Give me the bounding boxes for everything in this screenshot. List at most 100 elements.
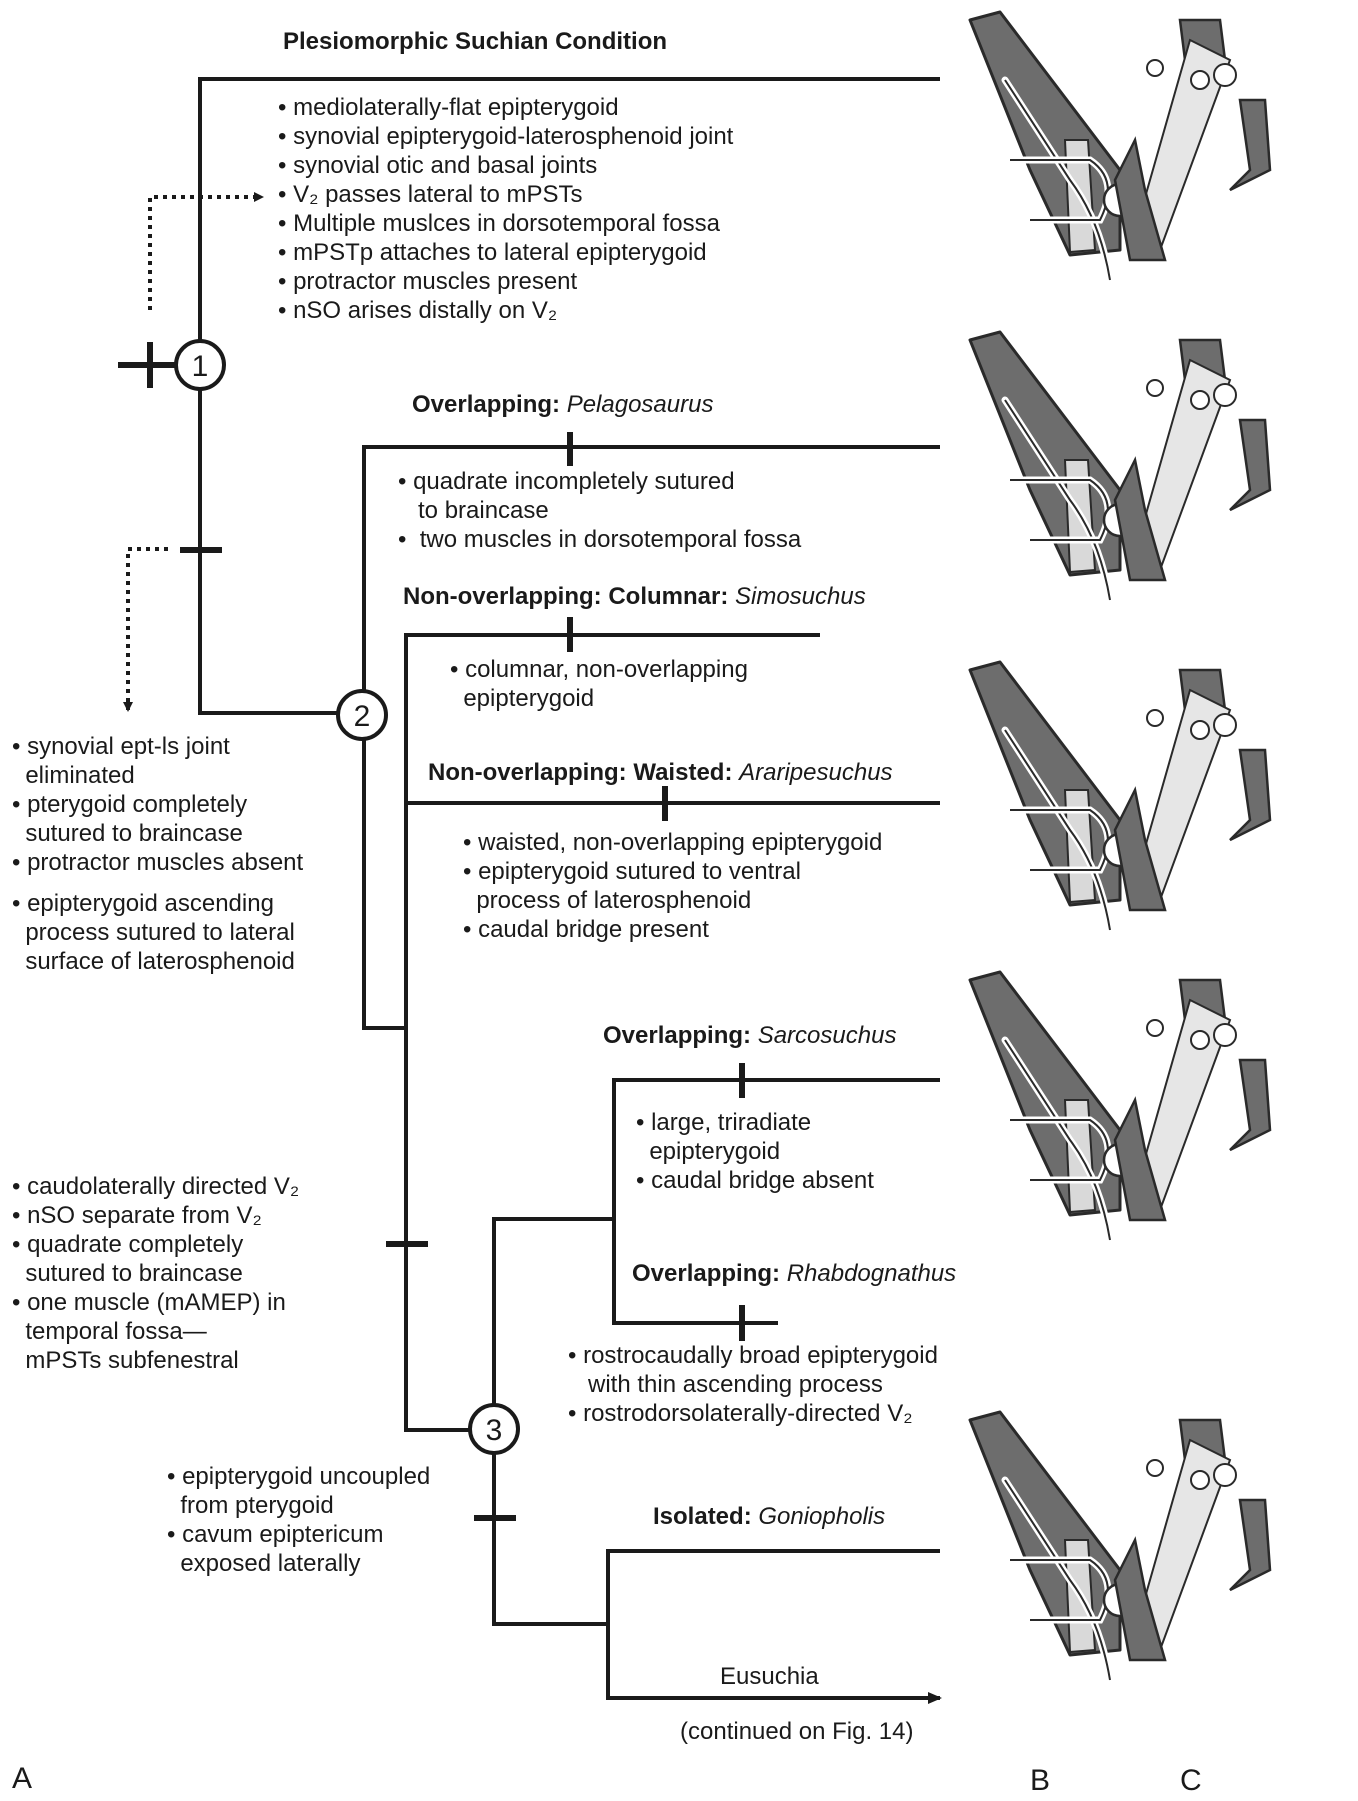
node3-trait: • nSO separate from V₂: [12, 1202, 262, 1229]
node-3-label: 3: [486, 1414, 503, 1447]
root-trait: • mPSTp attaches to lateral epipterygoid: [278, 239, 707, 266]
foramen-small-circle: [1190, 1470, 1210, 1490]
pterygoid-shape: [1113, 1536, 1167, 1662]
taxon-trait: • waisted, non-overlapping epipterygoid: [463, 829, 883, 856]
taxon-trait: • columnar, non-overlapping: [450, 656, 748, 683]
node-trait: from pterygoid: [167, 1492, 334, 1519]
foramen-small-circle: [1190, 720, 1210, 740]
laterosphenoid-dorsal-shape: [1229, 748, 1272, 842]
node3-trait: • caudolaterally directed V₂: [12, 1173, 300, 1200]
root-title: Plesiomorphic Suchian Condition: [283, 28, 668, 55]
nerve-loop-outline: [1010, 1559, 1109, 1621]
taxon-trait: • rostrodorsolaterally-directed V₂: [568, 1400, 913, 1427]
node3-trait: sutured to braincase: [12, 1260, 243, 1287]
taxon-trait: • large, triradiate: [636, 1109, 812, 1136]
taxon-trait: to braincase: [398, 497, 549, 524]
node-2: 2: [336, 689, 388, 741]
illustration-row-sarcosuchus: [968, 970, 1272, 1244]
foramen-small-circle: [1213, 383, 1237, 407]
node-trait: exposed laterally: [167, 1550, 361, 1577]
foramen-small-circle: [1146, 59, 1164, 77]
laterosphenoid-dorsal-shape: [1229, 1498, 1272, 1592]
root-trait: • Multiple muslces in dorsotemporal foss…: [278, 210, 720, 237]
pterygoid-shape: [1113, 1096, 1167, 1222]
foramen-small-circle: [1213, 1463, 1237, 1487]
taxon-trait: • quadrate incompletely sutured: [398, 468, 735, 495]
taxon-header-sarcosuchus: Overlapping: Sarcosuchus: [603, 1022, 897, 1049]
pterygoid-shape: [1113, 136, 1167, 262]
foramen-small-circle: [1146, 1459, 1164, 1477]
node-3: 3: [468, 1403, 520, 1455]
node3-trait: mPSTs subfenestral: [12, 1347, 239, 1374]
foramen-small-circle: [1146, 379, 1164, 397]
node2-trait: • synovial ept-ls joint: [12, 733, 230, 760]
node-trait: • cavum epiptericum: [167, 1521, 384, 1548]
taxon-trait: • caudal bridge absent: [636, 1167, 874, 1194]
foramen-small-circle: [1190, 390, 1210, 410]
foramen-small-circle: [1146, 1019, 1164, 1037]
node2-trait: • epipterygoid ascending: [12, 890, 274, 917]
node-trait: • epipterygoid uncoupled: [167, 1463, 431, 1490]
root-trait: • nSO arises distally on V₂: [278, 297, 558, 324]
panel-label-a: A: [12, 1762, 33, 1795]
taxon-header-goniopholis: Isolated: Goniopholis: [653, 1503, 886, 1530]
taxon-trait: • epipterygoid sutured to ventral: [463, 858, 801, 885]
taxon-trait: process of laterosphenoid: [463, 887, 752, 914]
node2-trait: • pterygoid completely: [12, 791, 248, 818]
root-trait: • synovial epipterygoid-laterosphenoid j…: [278, 123, 734, 150]
panel-label-c: C: [1180, 1764, 1202, 1797]
pterygoid-shape: [1113, 456, 1167, 582]
taxon-trait: • rostrocaudally broad epipterygoid: [568, 1342, 938, 1369]
foramen-small-circle: [1190, 1030, 1210, 1050]
dotted-arrow-node2-traits: [123, 547, 168, 712]
nerve-loop-outline: [1010, 159, 1109, 221]
taxon-trait: • caudal bridge present: [463, 916, 709, 943]
node3-trait: • one muscle (mAMEP) in: [12, 1289, 286, 1316]
foramen-small-circle: [1213, 1023, 1237, 1047]
node2-trait: • protractor muscles absent: [12, 849, 304, 876]
nerve-loop-outline: [1010, 1119, 1109, 1181]
node2-trait: process sutured to lateral: [12, 919, 295, 946]
illustration-row-pelagosaurus: [968, 330, 1272, 604]
taxon-header-simosuchus: Non-overlapping: Columnar: Simosuchus: [403, 583, 866, 610]
root-trait: • V₂ passes lateral to mPSTs: [278, 181, 583, 208]
root-trait: • synovial otic and basal joints: [278, 152, 598, 179]
taxon-trait: epipterygoid: [636, 1138, 781, 1165]
anatomical-illustrations: [968, 10, 1272, 1684]
node3-trait: • quadrate completely: [12, 1231, 244, 1258]
pterygoid-shape: [1113, 786, 1167, 912]
eusuchia-continued-note: (continued on Fig. 14): [680, 1718, 914, 1745]
illustration-row-plesiomorphic: [968, 10, 1272, 284]
taxon-trait: • two muscles in dorsotemporal fossa: [398, 526, 802, 553]
eusuchia-label: Eusuchia: [720, 1663, 819, 1690]
panel-label-b: B: [1030, 1764, 1051, 1797]
node2-trait: eliminated: [12, 762, 135, 789]
node-1-label: 1: [192, 350, 209, 383]
foramen-small-circle: [1213, 63, 1237, 87]
illustration-row-goniopholis: [968, 1410, 1272, 1684]
dotted-arrow-root-traits: [148, 192, 264, 310]
node-1: 1: [174, 339, 226, 391]
taxon-trait: with thin ascending process: [568, 1371, 883, 1398]
node2-trait: surface of laterosphenoid: [12, 948, 295, 975]
foramen-small-circle: [1146, 709, 1164, 727]
root-trait: • mediolaterally-flat epipterygoid: [278, 94, 619, 121]
illustration-row-araripesuchus: [968, 660, 1272, 934]
laterosphenoid-dorsal-shape: [1229, 1058, 1272, 1152]
laterosphenoid-dorsal-shape: [1229, 418, 1272, 512]
nerve-loop-outline: [1010, 479, 1109, 541]
taxon-trait: epipterygoid: [450, 685, 595, 712]
taxon-header-araripesuchus: Non-overlapping: Waisted: Araripesuchus: [428, 759, 893, 786]
root-trait: • protractor muscles present: [278, 268, 578, 295]
taxon-header-rhabdognathus: Overlapping: Rhabdognathus: [632, 1260, 957, 1287]
node2-trait: sutured to braincase: [12, 820, 243, 847]
taxon-header-pelagosaurus: Overlapping: Pelagosaurus: [412, 391, 714, 418]
foramen-small-circle: [1190, 70, 1210, 90]
foramen-small-circle: [1213, 713, 1237, 737]
node3-trait: temporal fossa—: [12, 1318, 207, 1345]
node-2-label: 2: [354, 700, 371, 733]
laterosphenoid-dorsal-shape: [1229, 98, 1272, 192]
nerve-loop-outline: [1010, 809, 1109, 871]
